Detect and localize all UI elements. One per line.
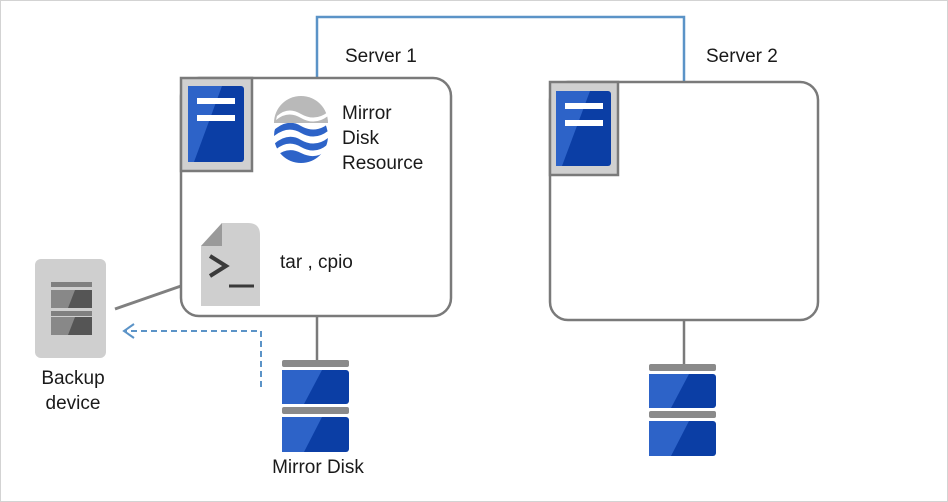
resource-label-line1: Mirror <box>342 103 392 124</box>
interconnect-line <box>315 15 686 82</box>
server-1-icon <box>179 76 254 173</box>
backup-label-line1: Backup <box>41 368 105 389</box>
server-1-label: Server 1 <box>345 46 417 67</box>
mirror-disk-1-icon <box>282 360 349 452</box>
backup-device-icon <box>35 259 106 358</box>
backup-flow-arrowhead <box>122 323 135 339</box>
resource-label-line2: Disk <box>342 128 379 149</box>
backup-label-line2: device <box>45 393 101 414</box>
resource-label-line3: Resource <box>342 153 424 174</box>
mirror-disk-label: Mirror Disk <box>272 457 364 478</box>
server-2-icon <box>548 80 620 177</box>
mirror-disk-resource-icon <box>274 96 328 163</box>
backup-flow-arrow <box>126 330 262 387</box>
mirror-disk-2-icon <box>649 364 716 456</box>
terminal-script-icon <box>201 223 260 306</box>
command-label: tar , cpio <box>280 252 353 273</box>
backup-connection-line <box>114 284 182 311</box>
server-2-label: Server 2 <box>706 46 778 67</box>
